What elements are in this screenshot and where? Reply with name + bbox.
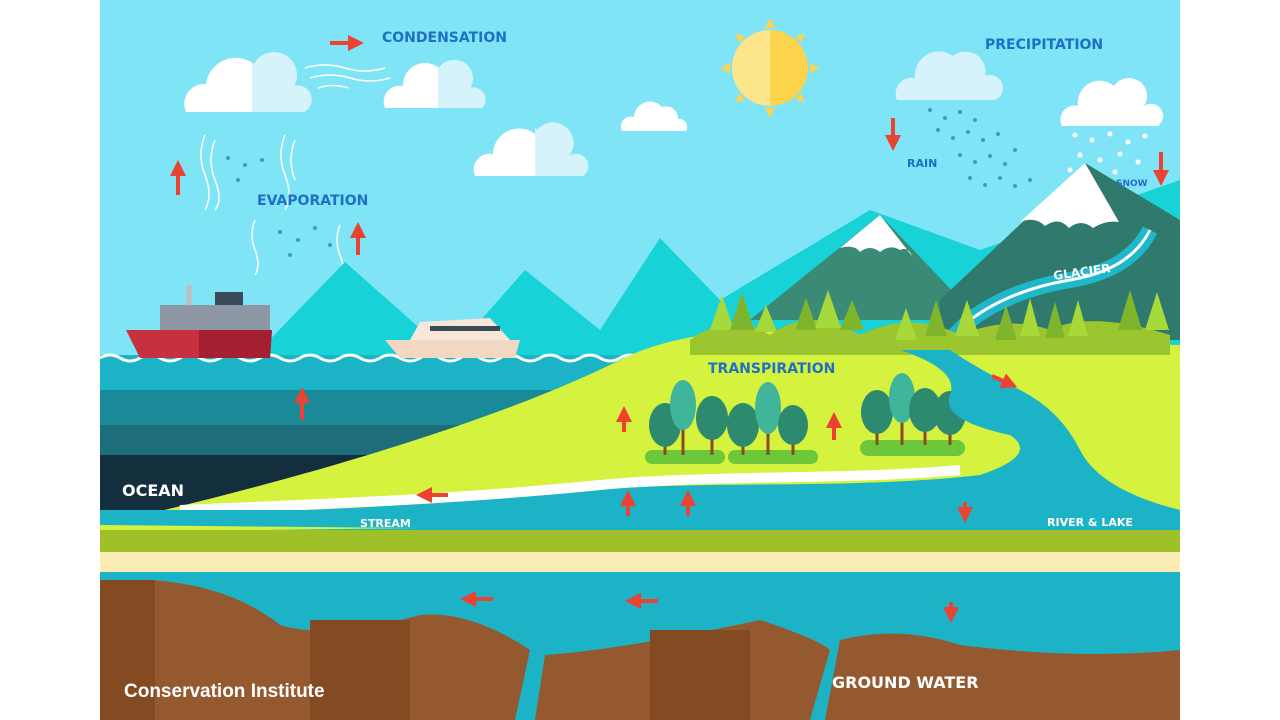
label-snow: SNOW [1116,179,1148,189]
cruise-ship [385,318,520,358]
rain-drops [226,108,1032,257]
flow-arrows [170,35,1169,623]
snowcap [1020,163,1119,228]
dark-mountains [750,215,980,320]
river [200,350,1180,530]
credit-text: Conservation Institute [124,681,325,702]
vapor-lines [200,64,391,281]
label-ground-water: GROUND WATER [832,673,979,692]
label-transpiration: TRANSPIRATION [708,361,835,377]
label-stream: STREAM [360,517,411,530]
trees-hills [710,290,1169,340]
forest [645,373,966,464]
cargo-ship [126,285,272,358]
label-rain: RAIN [907,157,937,170]
sand-band [100,552,1180,572]
label-river-lake: RIVER & LAKE [1047,516,1133,529]
label-evaporation: EVAPORATION [257,193,368,209]
label-ocean: OCEAN [122,481,184,500]
sun-icon [720,18,820,118]
grass-band [100,530,1180,552]
label-condensation: CONDENSATION [382,30,507,46]
clouds [184,51,1164,176]
label-precipitation: PRECIPITATION [985,37,1103,53]
